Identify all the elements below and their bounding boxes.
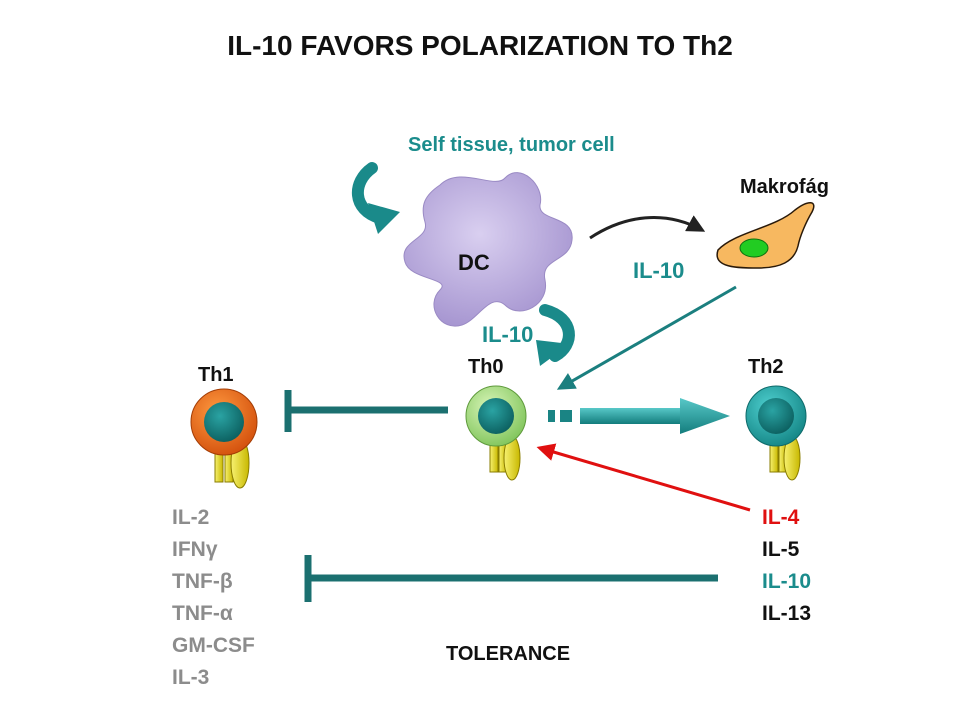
il4-feedback-arrow <box>536 443 751 512</box>
macrophage-cell <box>716 202 815 269</box>
th1-label: Th1 <box>198 364 234 386</box>
th0-label: Th0 <box>468 356 504 378</box>
tolerance-inhibition-bar <box>304 555 718 602</box>
dc-to-th0-curved-arrow <box>536 304 575 366</box>
il10-dc-label: IL-10 <box>482 322 534 347</box>
tolerance-label: TOLERANCE <box>446 643 571 665</box>
dc-label: DC <box>458 250 490 275</box>
th2-label: Th2 <box>748 356 784 378</box>
th0-to-th2-arrow <box>548 398 730 434</box>
th1-cytokine-list: IL-2 IFNγ TNF-β TNF-α GM-CSF IL-3 <box>172 502 255 694</box>
th2-cytokine: IL-13 <box>762 602 812 625</box>
dc-to-macrophage-arrow <box>589 215 706 240</box>
th1-cytokine: TNF-β <box>172 570 233 593</box>
th0-inhibits-th1-bar <box>284 390 448 432</box>
th2-cytokine: IL-5 <box>762 538 800 561</box>
th0-cell <box>465 385 527 481</box>
il10-macrophage-label: IL-10 <box>633 258 685 283</box>
makrofag-label: Makrofág <box>740 176 829 198</box>
th1-cytokine: TNF-α <box>172 602 233 625</box>
th2-cytokine: IL-4 <box>762 506 800 529</box>
th2-cytokine-list: IL-4 IL-5 IL-10 IL-13 <box>762 502 811 630</box>
macrophage-il10-arrow <box>556 285 737 390</box>
th1-cytokine: IL-3 <box>172 666 210 689</box>
self-tissue-curved-arrow <box>352 162 400 234</box>
self-tissue-label: Self tissue, tumor cell <box>408 134 615 156</box>
page-title: IL-10 FAVORS POLARIZATION TO Th2 <box>227 30 733 61</box>
th1-cytokine: GM-CSF <box>172 634 255 657</box>
th1-cell <box>190 388 258 489</box>
th2-cell <box>745 385 807 481</box>
th1-cytokine: IL-2 <box>172 506 210 529</box>
th2-cytokine: IL-10 <box>762 570 812 593</box>
dendritic-cell-shape <box>403 172 573 327</box>
th1-cytokine: IFNγ <box>172 538 218 561</box>
